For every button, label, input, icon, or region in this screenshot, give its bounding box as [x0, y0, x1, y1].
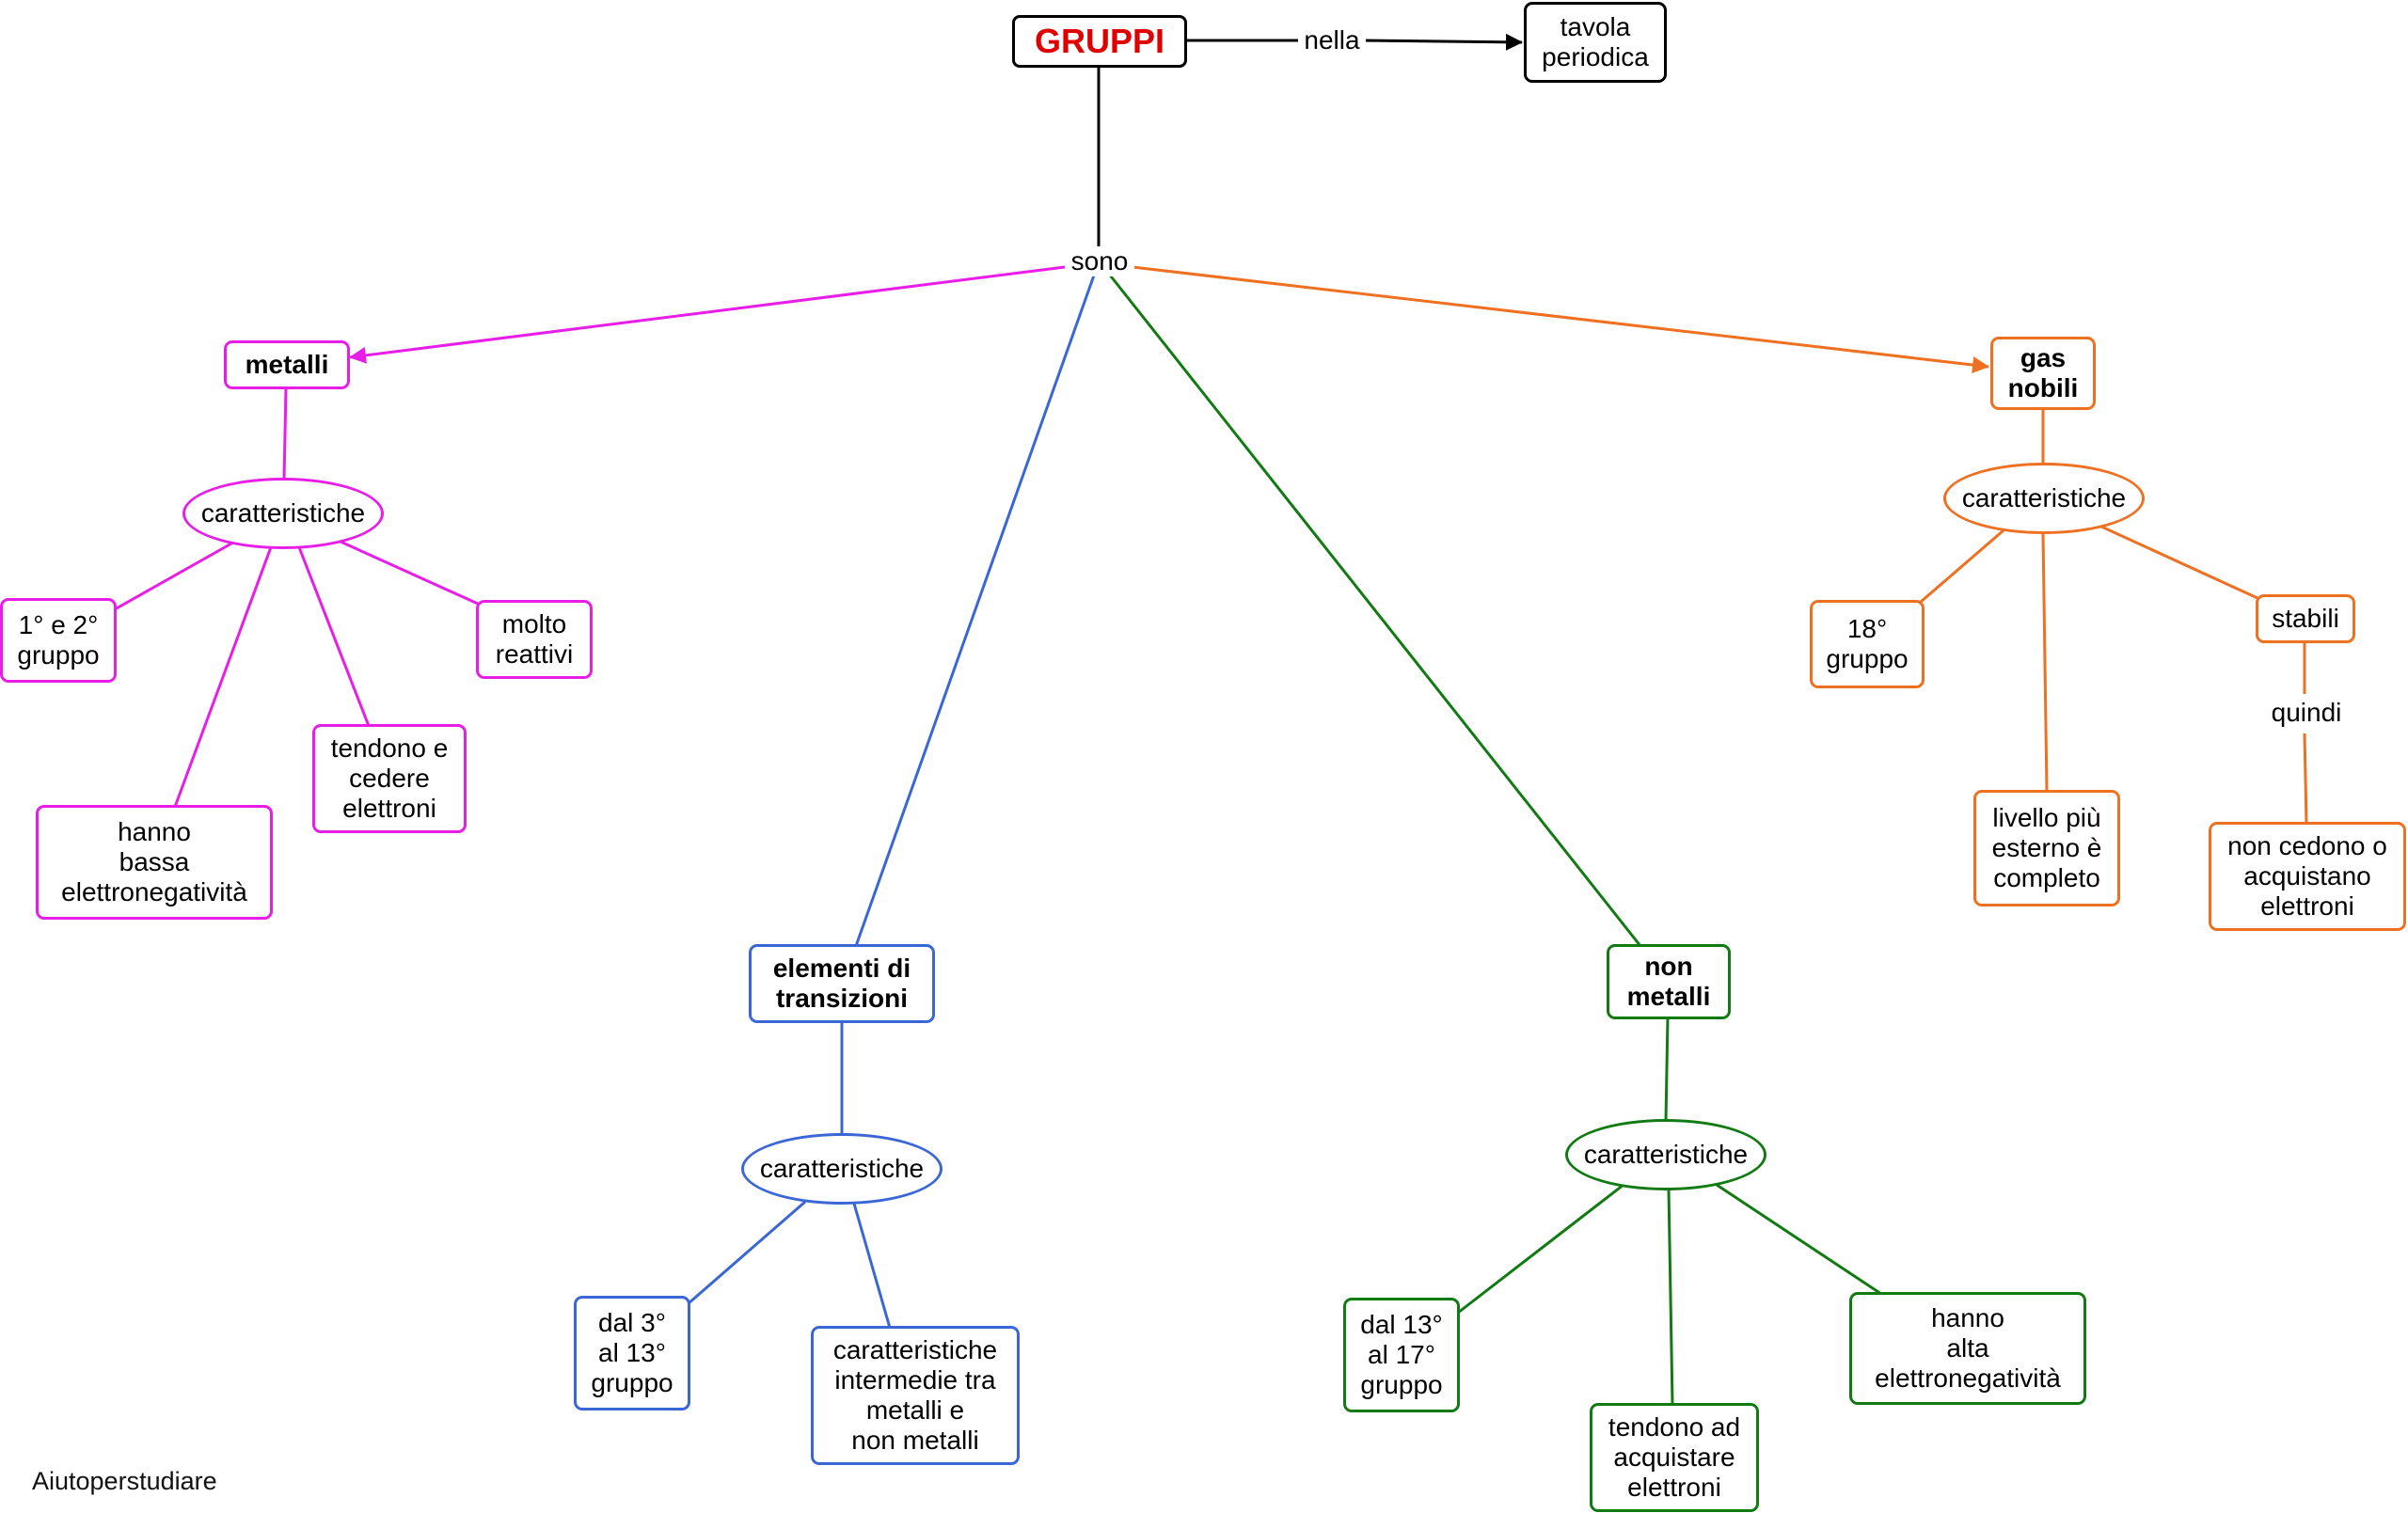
- edge-sono-metalli: [349, 265, 1066, 364]
- node-metalli-reattivi[interactable]: molto reattivi: [476, 600, 593, 679]
- edge-car-cedere: [297, 546, 371, 727]
- edge-nonmetalli-car: [1664, 1017, 1670, 1122]
- edge-tcar-intermedie: [852, 1203, 892, 1329]
- node-nonmetalli-elettronegativita[interactable]: hanno alta elettronegatività: [1849, 1292, 2086, 1405]
- edge-tcar-gruppo: [688, 1200, 806, 1305]
- node-transizione-gruppo[interactable]: dal 3° al 13° gruppo: [574, 1296, 690, 1411]
- node-metalli-caratteristiche[interactable]: caratteristiche: [182, 478, 384, 549]
- node-gas-caratteristiche[interactable]: caratteristiche: [1943, 463, 2145, 534]
- link-label-nella: nella: [1298, 25, 1366, 55]
- edge-sono-nonmetalli: [1106, 272, 1642, 947]
- edge-sono-gas: [1132, 265, 1989, 373]
- edge-sono-transizione: [854, 272, 1097, 947]
- node-gas-gruppo[interactable]: 18° gruppo: [1810, 600, 1925, 688]
- edge-nella-tavola: [1361, 33, 1523, 51]
- link-label-sono: sono: [1065, 246, 1134, 276]
- node-metalli-gruppo[interactable]: 1° e 2° gruppo: [0, 598, 117, 683]
- edge-metalli-car: [282, 387, 288, 481]
- edge-quindi-noncedono: [2303, 733, 2308, 825]
- node-elementi-transizione[interactable]: elementi di transizioni: [749, 944, 935, 1023]
- node-nonmetalli-caratteristiche[interactable]: caratteristiche: [1565, 1119, 1766, 1190]
- node-metalli-cedere[interactable]: tendono e cedere elettroni: [312, 724, 467, 833]
- node-gruppi[interactable]: GRUPPI: [1012, 15, 1187, 68]
- node-gas-livello[interactable]: livello più esterno è completo: [1973, 790, 2120, 906]
- node-metalli[interactable]: metalli: [224, 340, 350, 389]
- node-transizione-intermedie[interactable]: caratteristiche intermedie tra metalli e…: [811, 1326, 1020, 1465]
- node-metalli-elettronegativita[interactable]: hanno bassa elettronegatività: [36, 805, 273, 920]
- edge-gcar-livello: [2041, 533, 2049, 793]
- node-gas-nobili[interactable]: gas nobili: [1990, 337, 2096, 410]
- edge-ncar-elettroneg: [1713, 1181, 1882, 1296]
- edge-ncar-acquistare: [1667, 1188, 1674, 1406]
- node-non-metalli[interactable]: non metalli: [1607, 944, 1731, 1019]
- node-gas-non-cedono[interactable]: non cedono o acquistano elettroni: [2209, 822, 2406, 931]
- edge-ncar-gruppo: [1457, 1183, 1624, 1315]
- node-tavola-periodica[interactable]: tavola periodica: [1524, 2, 1667, 83]
- watermark-text: Aiutoperstudiare: [32, 1467, 217, 1495]
- edge-gcar-gruppo: [1920, 528, 2004, 604]
- node-nonmetalli-acquistare[interactable]: tendono ad acquistare elettroni: [1590, 1403, 1759, 1512]
- node-transizione-caratteristiche[interactable]: caratteristiche: [741, 1133, 943, 1205]
- node-gas-stabili[interactable]: stabili: [2256, 594, 2355, 643]
- node-nonmetalli-gruppo[interactable]: dal 13° al 17° gruppo: [1343, 1298, 1460, 1412]
- edge-car-reattivi: [340, 540, 479, 606]
- link-label-quindi: quindi: [2259, 698, 2353, 728]
- edge-car-gruppo: [114, 542, 232, 611]
- edge-gcar-stabili: [2100, 525, 2258, 600]
- edge-car-elettroneg: [173, 546, 273, 808]
